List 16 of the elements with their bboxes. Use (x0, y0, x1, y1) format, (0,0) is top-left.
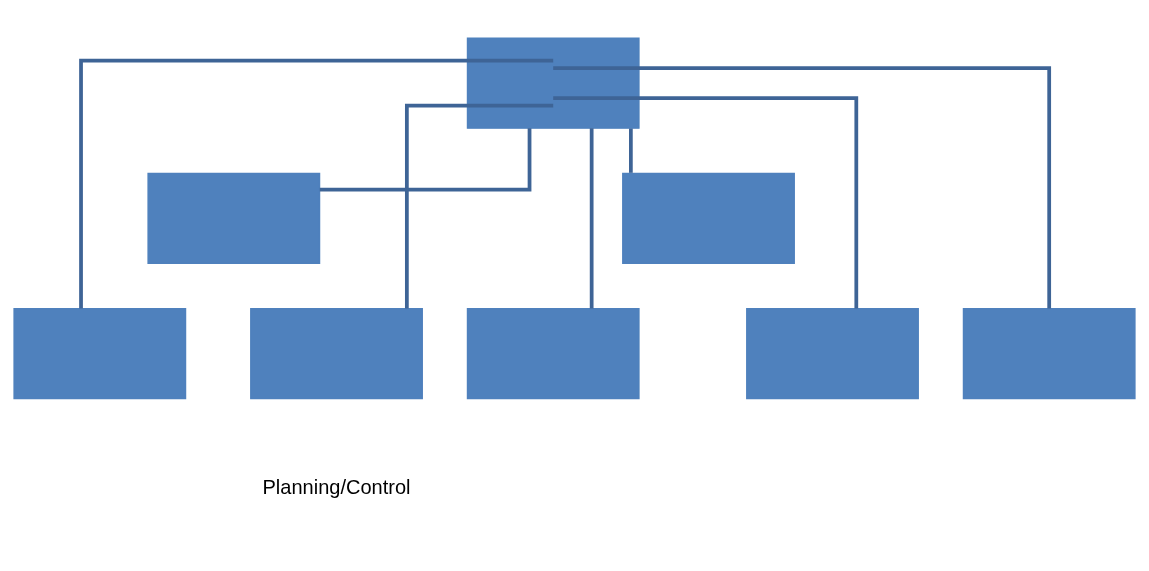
connector (629, 128, 633, 173)
node-box (466, 307, 640, 399)
connector (405, 103, 554, 309)
label: Planning/Control (262, 475, 411, 498)
connector (553, 95, 859, 309)
node-box (622, 172, 795, 264)
connector (319, 127, 532, 191)
node-box (13, 307, 187, 399)
node-box (466, 36, 640, 129)
node-box (250, 307, 423, 399)
connector (553, 65, 1052, 309)
node-box (962, 307, 1136, 399)
connector (79, 58, 554, 309)
connector (589, 127, 594, 309)
node-box (147, 172, 321, 264)
node-box (746, 307, 919, 399)
